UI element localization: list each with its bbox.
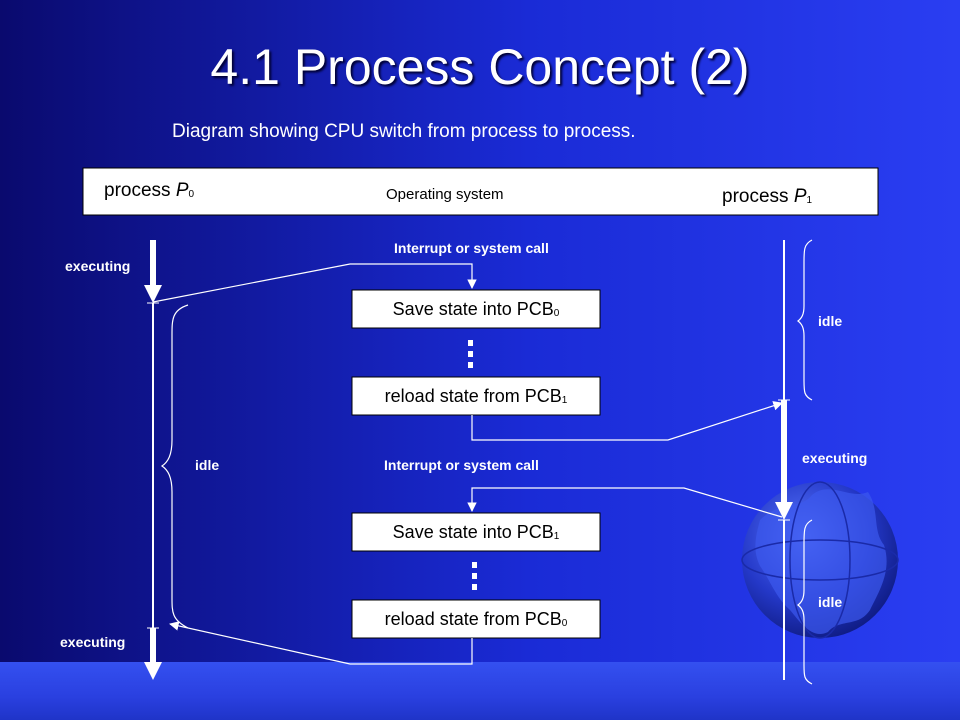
p0-executing-top-label: executing (65, 258, 131, 274)
p0-idle-label: idle (195, 457, 220, 473)
ellipsis-dots-bottom (472, 562, 477, 590)
header-process0-label: process P0 (104, 180, 195, 201)
p1-executing-label: executing (802, 450, 868, 466)
p0-executing-bottom-label: executing (60, 634, 126, 650)
process1-timeline (775, 240, 793, 680)
event-label-top: Interrupt or system call (394, 240, 549, 256)
box-save-pcb1-text: Save state into PCB1 (392, 522, 560, 542)
connector-p0-to-save0 (152, 263, 477, 303)
box-reload-pcb1 (351, 376, 601, 416)
ellipsis-dots-top (468, 340, 473, 368)
connector-reload0-to-p0 (169, 621, 473, 665)
p1-idle-bottom-label: idle (818, 594, 843, 610)
connector-reload1-to-p1 (471, 401, 783, 441)
connector-p1-to-save1 (467, 487, 783, 518)
p1-idle-brace-bottom (797, 519, 813, 685)
box-save-pcb0 (351, 289, 601, 329)
box-save-pcb1 (351, 512, 601, 552)
header-box (82, 167, 879, 216)
globe-icon (741, 481, 899, 639)
process0-timeline (144, 240, 162, 680)
p1-idle-top-label: idle (818, 313, 843, 329)
page-title: 4.1 Process Concept (2) (210, 39, 750, 95)
box-save-pcb0-text: Save state into PCB0 (392, 299, 560, 319)
header-os-label: Operating system (386, 186, 504, 203)
box-reload-pcb1-text: reload state from PCB1 (384, 386, 568, 406)
p1-idle-brace-top (797, 239, 813, 401)
header-process1-label: process P1 (722, 186, 813, 207)
p0-idle-brace (160, 304, 189, 629)
box-reload-pcb0 (351, 599, 601, 639)
subtitle: Diagram showing CPU switch from process … (172, 121, 636, 142)
event-label-middle: Interrupt or system call (384, 457, 539, 473)
bottom-band (0, 662, 960, 720)
box-reload-pcb0-text: reload state from PCB0 (384, 609, 568, 629)
